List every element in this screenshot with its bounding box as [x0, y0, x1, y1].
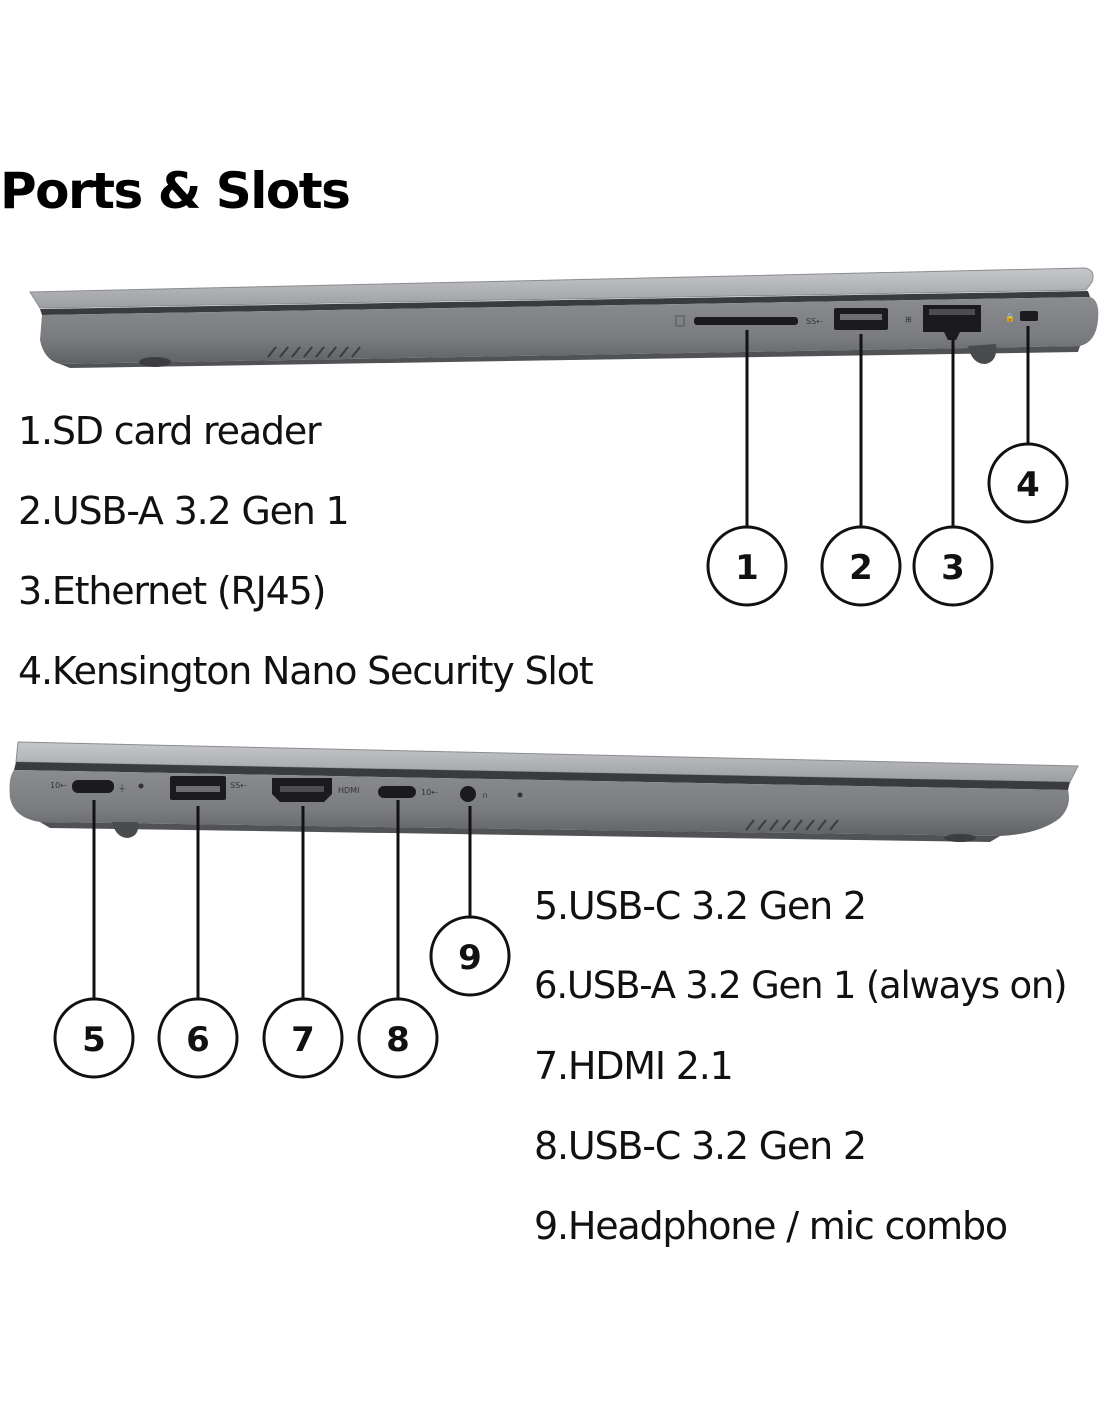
callout-badge-6: 6 — [157, 997, 239, 1079]
port-label-2: 2.USB-A 3.2 Gen 1 — [18, 489, 350, 533]
laptop-right-side: 10⇠ ⏚ SS⇠ HDMI 10⇠ ∩ — [9, 741, 1079, 842]
callout-badge-7: 7 — [262, 997, 344, 1079]
port-label-8: 8.USB-C 3.2 Gen 2 — [534, 1124, 867, 1168]
callout-number-2: 2 — [849, 548, 873, 588]
audio-jack — [460, 786, 476, 802]
callout-badge-4: 4 — [987, 442, 1069, 524]
laptop-left-side: SS⇠ ⊞ 🔒 — [29, 267, 1099, 368]
callout-leaders-top — [745, 326, 1030, 526]
page-title: Ports & Slots — [0, 162, 351, 220]
hdmi-marking: HDMI — [338, 786, 359, 795]
callout-number-6: 6 — [186, 1020, 210, 1060]
port-label-4: 4.Kensington Nano Security Slot — [18, 649, 594, 693]
callout-badge-1: 1 — [706, 525, 788, 607]
svg-text:⏚: ⏚ — [118, 784, 126, 793]
callout-badge-2: 2 — [820, 525, 902, 607]
callout-leaders-bottom — [92, 800, 472, 998]
callout-number-7: 7 — [291, 1020, 315, 1060]
svg-text:10⇠: 10⇠ — [50, 781, 67, 790]
usb-c-port — [378, 786, 416, 798]
usb-c-port-power — [72, 780, 114, 793]
port-label-6: 6.USB-A 3.2 Gen 1 (always on) — [534, 964, 1068, 1007]
kensington-slot — [1020, 311, 1038, 321]
svg-text:⊞: ⊞ — [905, 315, 912, 324]
callout-badge-3: 3 — [912, 525, 994, 607]
callout-number-1: 1 — [735, 548, 759, 588]
port-label-9: 9.Headphone / mic combo — [534, 1204, 1008, 1248]
callout-number-8: 8 — [386, 1020, 410, 1060]
port-label-5: 5.USB-C 3.2 Gen 2 — [534, 884, 867, 928]
svg-text:SS⇠: SS⇠ — [230, 781, 247, 790]
callout-badge-9: 9 — [429, 915, 511, 997]
port-label-3: 3.Ethernet (RJ45) — [18, 569, 326, 613]
port-label-7: 7.HDMI 2.1 — [534, 1044, 734, 1088]
callout-badge-5: 5 — [53, 997, 135, 1079]
callout-number-5: 5 — [82, 1020, 106, 1060]
callout-number-9: 9 — [458, 938, 482, 978]
sd-card-slot — [694, 317, 798, 325]
svg-text:🔒: 🔒 — [1005, 313, 1015, 322]
callout-number-4: 4 — [1016, 465, 1040, 505]
callout-number-3: 3 — [941, 548, 965, 588]
svg-text:SS⇠: SS⇠ — [806, 317, 823, 326]
port-label-1: 1.SD card reader — [18, 409, 322, 453]
svg-text:10⇠: 10⇠ — [421, 788, 438, 797]
callout-badge-8: 8 — [357, 997, 439, 1079]
svg-text:∩: ∩ — [482, 791, 488, 800]
